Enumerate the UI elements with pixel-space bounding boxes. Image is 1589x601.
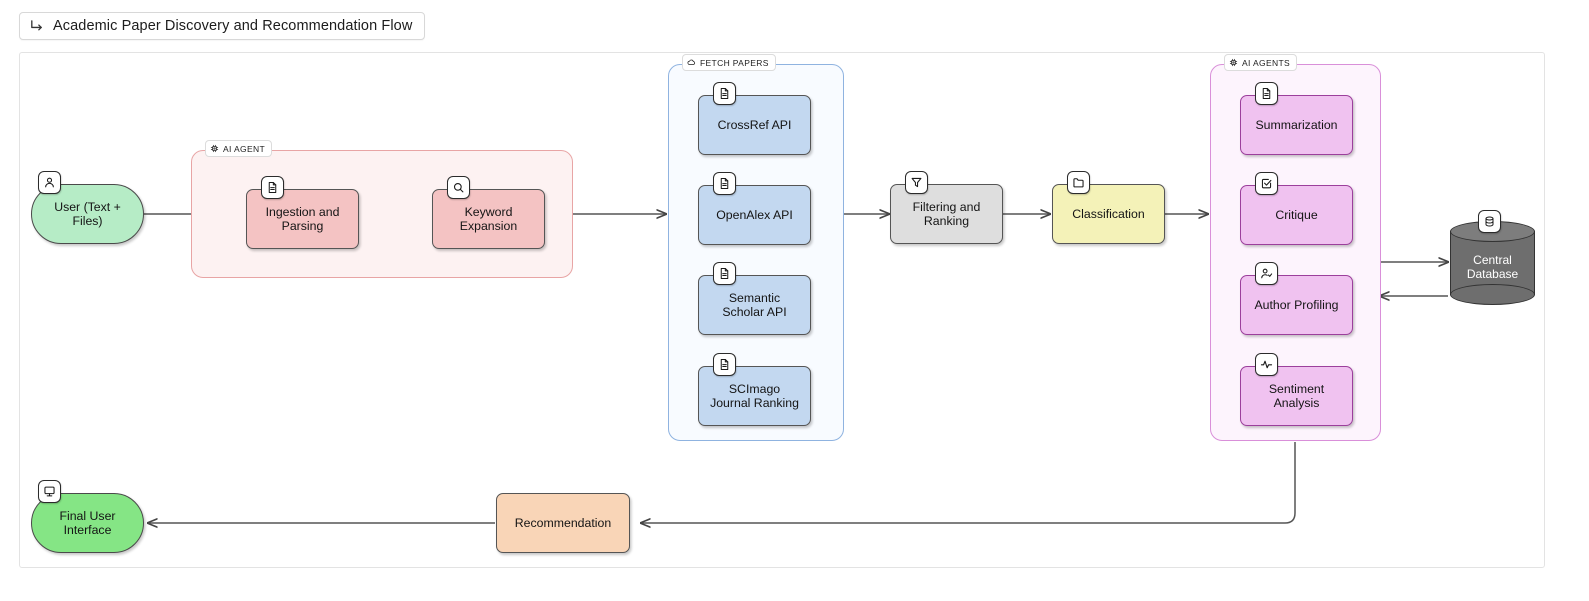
node-label: Critique bbox=[1275, 207, 1318, 222]
folder-icon bbox=[1067, 171, 1090, 194]
checked-box-icon bbox=[1255, 172, 1278, 195]
group-label-ai-agents: AI AGENTS bbox=[1224, 54, 1298, 71]
diagram-title-bar[interactable]: Academic Paper Discovery and Recommendat… bbox=[19, 12, 426, 40]
edge-ai-agents-to-recommendation bbox=[641, 442, 1296, 523]
node-recommendation[interactable]: Recommendation bbox=[496, 493, 630, 553]
node-keyword-expansion[interactable]: Keyword Expansion bbox=[432, 176, 545, 249]
document-icon bbox=[713, 262, 736, 285]
diagram-canvas[interactable]: AI AGENT Ingestion and Parsing Keyword E… bbox=[19, 52, 1545, 568]
document-icon bbox=[713, 353, 736, 376]
edge-layer bbox=[144, 53, 1546, 569]
node-label: Author Profiling bbox=[1254, 297, 1339, 312]
node-label: Central Database bbox=[1466, 252, 1519, 282]
diagram-title-text: Academic Paper Discovery and Recommendat… bbox=[53, 18, 413, 34]
document-icon bbox=[1255, 82, 1278, 105]
node-label: Keyword Expansion bbox=[459, 204, 518, 234]
group-label-text: AI AGENTS bbox=[1242, 57, 1291, 68]
node-label: Sentiment Analysis bbox=[1268, 381, 1325, 411]
funnel-icon bbox=[905, 171, 928, 194]
node-label: SCImago Journal Ranking bbox=[710, 381, 799, 411]
node-author-profiling[interactable]: Author Profiling bbox=[1240, 262, 1353, 335]
group-label-text: FETCH PAPERS bbox=[700, 57, 769, 68]
node-label: Recommendation bbox=[514, 515, 612, 530]
node-sentiment-analysis[interactable]: Sentiment Analysis bbox=[1240, 353, 1353, 426]
flow-diagram-icon bbox=[29, 19, 44, 34]
node-label: Filtering and Ranking bbox=[912, 199, 981, 229]
node-label: Ingestion and Parsing bbox=[265, 204, 340, 234]
node-label: Summarization bbox=[1255, 117, 1338, 132]
user-icon bbox=[38, 171, 61, 194]
node-central-database[interactable]: Central Database bbox=[1450, 210, 1535, 305]
node-summarization[interactable]: Summarization bbox=[1240, 82, 1353, 155]
monitor-icon bbox=[38, 480, 61, 503]
activity-icon bbox=[1255, 353, 1278, 376]
node-label: User (Text + Files) bbox=[54, 199, 121, 229]
node-semantic-scholar-api[interactable]: Semantic Scholar API bbox=[698, 262, 811, 335]
node-final-user-interface[interactable]: Final User Interface bbox=[31, 480, 144, 553]
group-label-text: AI AGENT bbox=[223, 143, 266, 154]
group-label-fetch-papers: FETCH PAPERS bbox=[682, 54, 776, 71]
node-label: Classification bbox=[1072, 206, 1145, 221]
node-crossref-api[interactable]: CrossRef API bbox=[698, 82, 811, 155]
search-icon bbox=[447, 176, 470, 199]
document-icon bbox=[261, 176, 284, 199]
database-icon bbox=[1478, 210, 1501, 233]
node-critique[interactable]: Critique bbox=[1240, 172, 1353, 245]
group-ai-agent[interactable]: AI AGENT Ingestion and Parsing Keyword E… bbox=[191, 140, 573, 278]
group-label-ai-agent: AI AGENT bbox=[205, 140, 273, 157]
node-label: CrossRef API bbox=[717, 117, 792, 132]
node-scimago-journal-ranking[interactable]: SCImago Journal Ranking bbox=[698, 353, 811, 426]
document-icon bbox=[713, 82, 736, 105]
group-fetch-papers[interactable]: FETCH PAPERS CrossRef API OpenAlex API bbox=[668, 54, 844, 441]
document-icon bbox=[713, 172, 736, 195]
group-ai-agents[interactable]: AI AGENTS Summarization Critique bbox=[1210, 54, 1381, 441]
node-label: Final User Interface bbox=[59, 508, 116, 538]
user-check-icon bbox=[1255, 262, 1278, 285]
node-user[interactable]: User (Text + Files) bbox=[31, 171, 144, 244]
node-openalex-api[interactable]: OpenAlex API bbox=[698, 172, 811, 245]
node-classification[interactable]: Classification bbox=[1052, 171, 1165, 244]
node-filtering-and-ranking[interactable]: Filtering and Ranking bbox=[890, 171, 1003, 244]
node-label: Semantic Scholar API bbox=[722, 290, 787, 320]
node-ingestion-and-parsing[interactable]: Ingestion and Parsing bbox=[246, 176, 359, 249]
database-cylinder-bottom bbox=[1450, 284, 1535, 305]
node-label: OpenAlex API bbox=[716, 207, 793, 222]
